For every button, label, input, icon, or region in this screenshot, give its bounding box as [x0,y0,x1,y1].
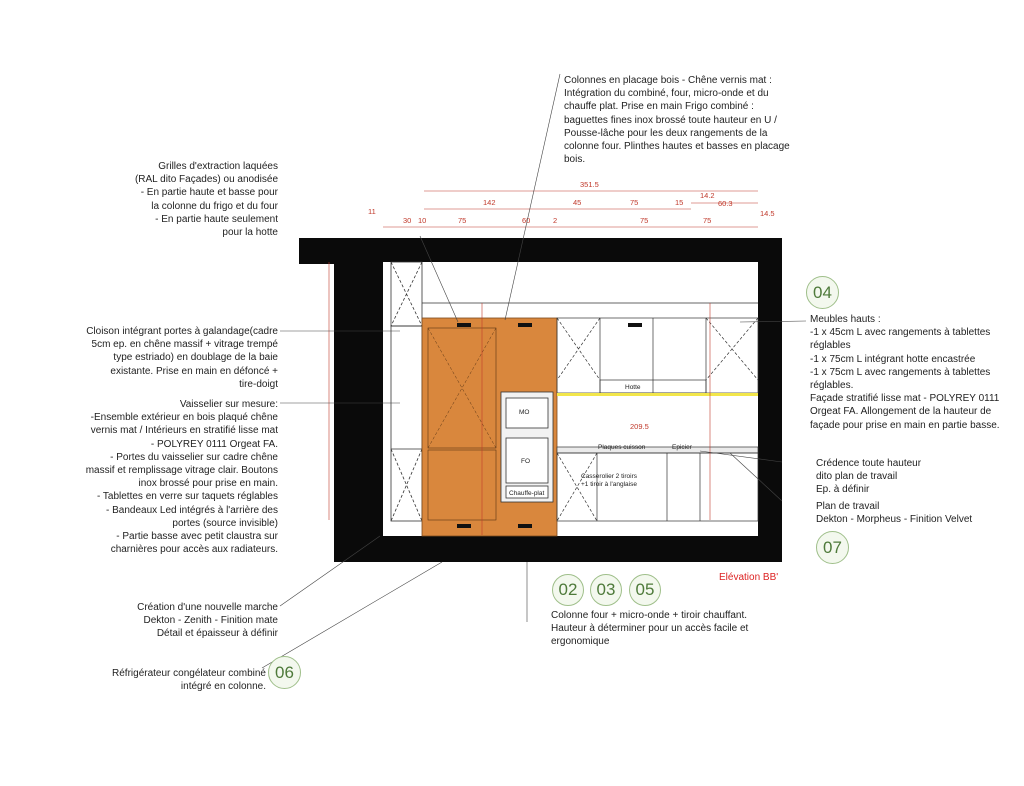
hotte-label: Hotte [625,384,641,391]
note-cloison: Cloison intégrant portes à galandage(cad… [86,326,278,390]
note-marche: Création d'une nouvelle marche Dekton - … [137,602,278,640]
dim-75d: 75 [703,216,711,225]
note-grilles: Grilles d'extraction laquées (RAL dito F… [134,161,278,239]
dim-14-5: 14.5 [760,209,775,218]
note-vaisselier: Vaisselier sur mesure: -Ensemble extérie… [85,399,278,556]
oven-column [500,391,554,503]
badge-02: 02 [552,574,584,606]
note-plan-travail: Plan de travail Dekton - Morpheus - Fini… [816,501,973,526]
dim-60-3: 60.3 [718,199,733,208]
dim-30: 30 [403,216,411,225]
dim-75a: 75 [458,216,466,225]
dimension-lines [328,190,758,535]
dim-45: 45 [573,198,581,207]
dim-209-5: 209.5 [630,422,649,431]
wall-outline [299,238,782,562]
elevation-title: Elévation BB' [719,572,779,583]
leader-lines [261,73,807,669]
dim-14-2: 14.2 [700,191,715,200]
dim-142: 142 [483,198,496,207]
badge-05: 05 [629,574,661,606]
dim-overall: 351.5 [580,180,599,189]
lower-cabinets [556,446,759,522]
note-credence: Crédence toute hauteur dito plan de trav… [816,458,922,496]
note-colonnes: Colonnes en placage bois - Chêne vernis … [564,75,790,166]
chauffe-plat-label: Chauffe-plat [509,490,544,497]
badge-03: 03 [590,574,622,606]
dimension-labels: 351.5 142 14.2 60.3 14.5 11 30 10 75 60 … [368,180,775,431]
dim-15: 15 [675,198,683,207]
dim-11: 11 [368,207,376,216]
dim-10: 10 [418,216,426,225]
dim-60: 60 [522,216,530,225]
epicier-label: Epicier [672,444,693,451]
dim-75b: 75 [630,198,638,207]
badge-06: 06 [268,656,301,689]
casserolier-label: Casserolier 2 tiroirs+1 tiroir à l'angla… [581,473,638,488]
fo-label: FO [521,458,530,465]
plaques-label: Plaques cuisson [598,444,646,451]
vaisselier [390,261,423,522]
dim-75c: 75 [640,216,648,225]
note-colonne-four: Colonne four + micro-onde + tiroir chauf… [551,610,749,648]
dim-2: 2 [553,216,557,225]
note-refrigerateur: Réfrigérateur congélateur combiné intégr… [112,668,266,693]
badge-07: 07 [816,531,849,564]
badge-04: 04 [806,276,839,309]
note-meubles-hauts: Meubles hauts : -1 x 45cm L avec rangeme… [810,314,1000,431]
mo-label: MO [519,409,529,416]
